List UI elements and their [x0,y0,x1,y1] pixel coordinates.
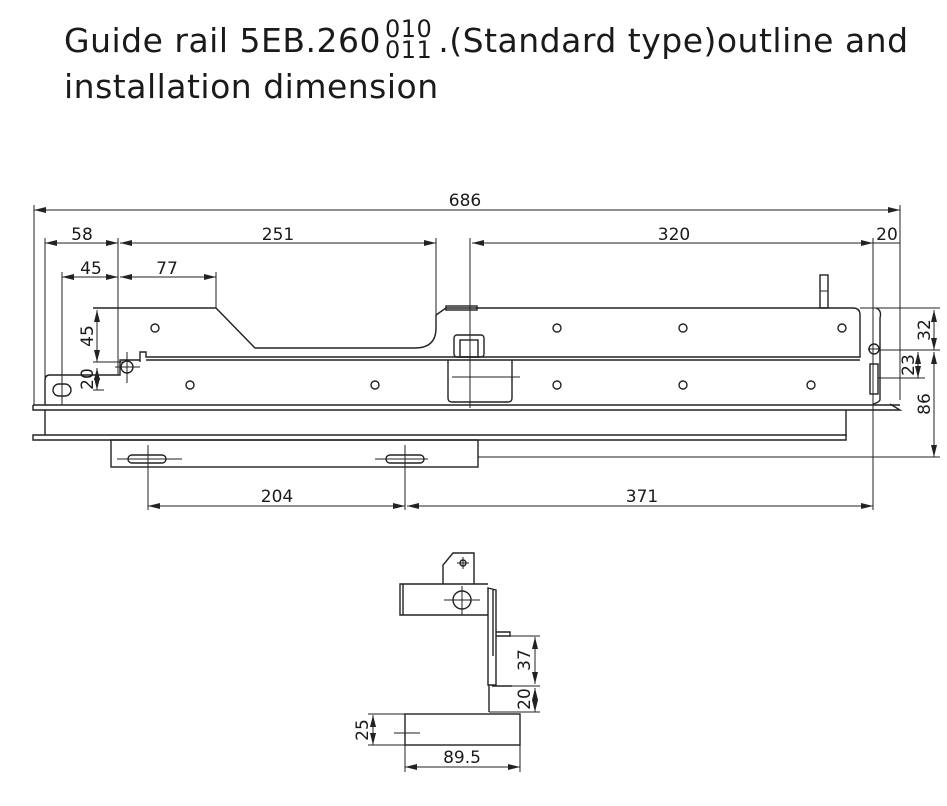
dim-hole-offset: 45 [80,259,102,279]
dim-right-span: 320 [658,225,690,245]
dim-hole-to-slot: 23 [899,354,919,376]
variant-011: 011 [384,36,433,64]
dim-left-offset: 58 [71,225,93,245]
dimension-labels: 686 58 251 320 20 45 77 45 20 32 23 86 2… [71,191,935,507]
drawing-title: Guide rail 5EB.260 010 011 .(Standard ty… [64,15,909,110]
dim-upper-height: 37 [515,649,535,671]
title-line2: installation dimension [64,67,439,106]
dim-top-to-hole: 32 [915,319,935,341]
dim-base-height: 25 [353,719,373,741]
side-view-dimensions: 37 20 25 89.5 [353,635,540,772]
dim-cutout-length: 77 [156,259,178,279]
dim-plate-height: 45 [78,325,98,347]
dim-left-span: 251 [262,225,294,245]
dim-base-width: 89.5 [443,748,481,768]
fixing-features [52,274,880,464]
extension-lines [33,205,940,510]
dimension-lines [34,207,937,509]
title-suffix: .(Standard type)outline and [438,21,909,60]
dim-hole-height: 20 [78,368,98,390]
rail-outline [32,307,903,468]
dim-overall-length: 686 [449,191,481,211]
title-prefix: Guide rail 5EB.260 [64,21,381,60]
dim-right-offset: 20 [876,225,898,245]
side-view-outline [394,552,521,746]
part-variants: 010 011 [384,15,433,64]
dim-slot-to-end: 371 [626,487,658,507]
mounting-holes [150,323,847,390]
dim-slot-spacing: 204 [261,487,293,507]
dim-lower-height: 20 [515,688,535,710]
variant-010: 010 [384,15,433,43]
dim-hole-to-bottom: 86 [915,393,935,415]
